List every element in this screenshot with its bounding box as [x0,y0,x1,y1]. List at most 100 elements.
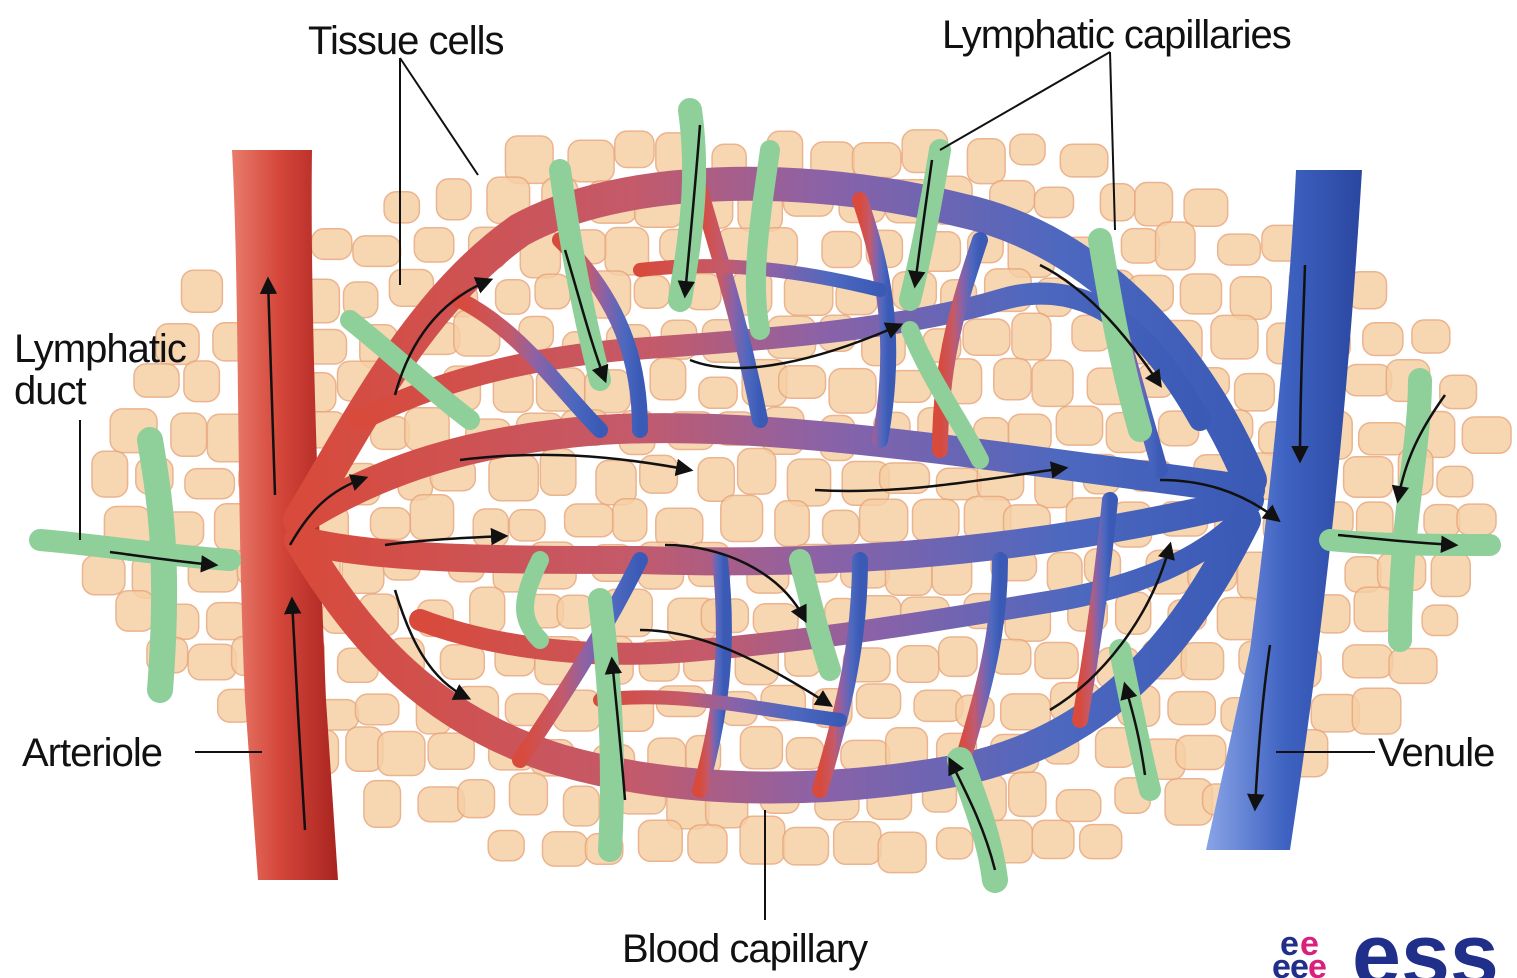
tissue-cell [634,276,669,309]
tissue-cell [1176,736,1226,770]
tissue-cell [188,644,236,680]
tissue-cell [640,455,678,493]
tissue-cell [473,509,508,547]
tissue-cell [783,828,829,865]
tissue-cell [937,828,973,859]
tissue-cell [1010,134,1045,164]
tissue-cell [615,131,654,167]
tissue-cell [489,455,538,501]
tissue-cell [92,451,128,497]
logo-mark-e5: e [1308,948,1327,978]
tissue-cell [437,179,472,220]
tissue-cell [698,458,734,502]
tissue-cell [775,501,809,546]
tissue-cell [1032,360,1073,406]
tissue-cell [740,727,782,769]
tissue-cell [1060,144,1108,177]
label-tissue-cells: Tissue cells [308,19,503,63]
tissue-cell [963,319,1010,355]
tissue-cell [505,136,553,183]
tissue-cell [779,366,826,398]
tissue-cell [1352,688,1401,734]
tissue-cell [786,738,823,769]
tissue-cell [371,508,411,540]
tissue-cell [829,369,876,413]
tissue-cell [1344,365,1391,396]
tissue-cell [440,645,484,679]
tissue-cell [1422,605,1457,635]
tissue-cell [688,825,727,863]
tissue-cell [1412,320,1450,353]
tissue-cell [939,637,977,676]
tissue-cell [1424,505,1460,538]
tissue-cell [1035,643,1078,679]
tissue-cell [171,413,207,456]
tissue-cell [496,280,530,314]
tissue-cell [83,555,125,594]
tissue-cell [650,358,686,400]
tissue-cell [897,646,939,683]
tissue-cell [1440,375,1477,408]
tissue-cell [721,495,763,541]
tissue-cell [1389,649,1437,684]
tissue-cell [994,359,1031,400]
tissue-cell [1121,229,1159,263]
tissue-cell [860,499,908,542]
tissue-cell [740,816,785,864]
tissue-cell [1437,466,1473,496]
tissue-cell [564,786,600,826]
ess-logo-mark: e e e e e ess [1210,860,1517,978]
logo-mark-e3: e [1272,948,1291,978]
tissue-cell [1431,553,1470,597]
tissue-cell [378,732,425,776]
tissue-cell [787,459,830,506]
tissue-cell [364,781,401,828]
tissue-cell [857,684,901,718]
tissue-cell [1012,313,1051,360]
tissue-cell [543,832,588,866]
tissue-cell [878,832,926,872]
tissue-cell [1344,457,1393,498]
tissue-cell [853,143,901,178]
tissue-cell [1168,692,1215,725]
label-arteriole: Arteriole [22,731,162,775]
tissue-cell [1156,222,1196,270]
tissue-cell [834,822,881,865]
label-lymphatic-duct-line1: Lymphatic [14,327,186,371]
tissue-cell [1135,183,1173,226]
tissue-cell [1100,184,1135,221]
tissue-cell [116,591,154,631]
tissue-cell [312,229,352,260]
tissue-cell [1235,374,1275,411]
label-lymphatic-duct-line2: duct [14,369,86,413]
logo-text: ess [1352,905,1499,978]
tissue-cell [185,469,235,499]
tissue-cell [414,228,454,262]
tissue-cell [355,694,398,725]
tissue-cell [458,780,495,818]
tissue-cell [568,140,614,182]
tissue-cell [353,236,401,267]
tissue-cell [913,499,959,541]
tissue-cell [207,603,248,640]
tissue-cell [613,499,647,541]
tissue-cell [1230,277,1271,320]
tissue-cell [1056,790,1100,822]
ess-logo: e e e e e ess [1210,860,1517,978]
tissue-cells-leader-2 [400,58,478,175]
tissue-cell [822,232,861,268]
tissue-cell [384,192,419,223]
tissue-cell [1181,643,1223,680]
tissue-cell [1343,645,1393,678]
tissue-cell [1462,417,1511,453]
tissue-cell [699,377,737,408]
tissue-cell [967,139,1005,184]
tissue-cell [509,510,545,541]
label-blood-capillary: Blood capillary [622,927,868,971]
tissue-cell [565,504,614,537]
tissue-cell [1032,820,1074,858]
tissue-cell [535,274,570,309]
tissue-cell [428,733,474,769]
tissue-cell [1211,315,1258,359]
